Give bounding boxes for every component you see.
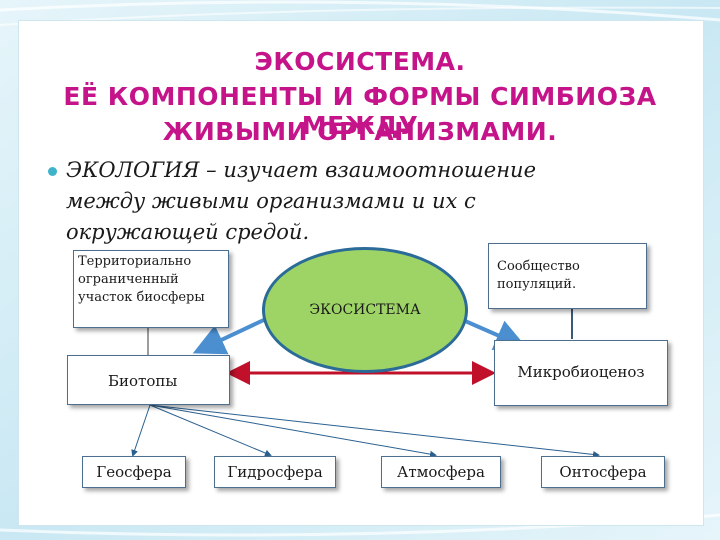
node-ontosphere: Онтосфера (541, 456, 665, 488)
node-hydrosphere: Гидросфера (214, 456, 336, 488)
title-line-2: ЕЁ КОМПОНЕНТЫ И ФОРМЫ СИМБИОЗА МЕЖДУ (63, 82, 657, 140)
arrow-biotopes-to-ontosphere (149, 404, 600, 458)
arrow-biotopes-to-atmosphere (149, 404, 437, 458)
intro-line-3: окружающей средой. (66, 220, 310, 244)
bullet-icon (48, 167, 57, 176)
node-atmosphere: Атмосфера (381, 456, 501, 488)
ecosystem-label: ЭКОСИСТЕМА (309, 302, 421, 318)
node-microbiocenosis: Микробиоценоз (494, 340, 668, 406)
node-community: Сообщество популяций. (488, 243, 647, 309)
node-geosphere: Геосфера (82, 456, 186, 488)
node-ecosystem: ЭКОСИСТЕМА (262, 247, 468, 373)
arrow-biotopes-to-hydrosphere (149, 404, 272, 457)
arrow-biotopes-to-geosphere (131, 404, 151, 457)
intro-line-1: – изучает взаимоотношение (199, 158, 536, 182)
title-line-3: ЖИВЫМИ ОРГАНИЗМАМИ. (162, 117, 558, 146)
node-biotopes: Биотопы (67, 355, 230, 405)
title-line-1: ЭКОСИСТЕМА. (254, 47, 466, 76)
node-territory: Территориально ограниченный участок биос… (73, 250, 229, 328)
intro-term: ЭКОЛОГИЯ (66, 158, 200, 182)
intro-text: ЭКОЛОГИЯ – изучает взаимоотношение между… (66, 155, 666, 248)
intro-line-2: между живыми организмами и их с (66, 189, 476, 213)
